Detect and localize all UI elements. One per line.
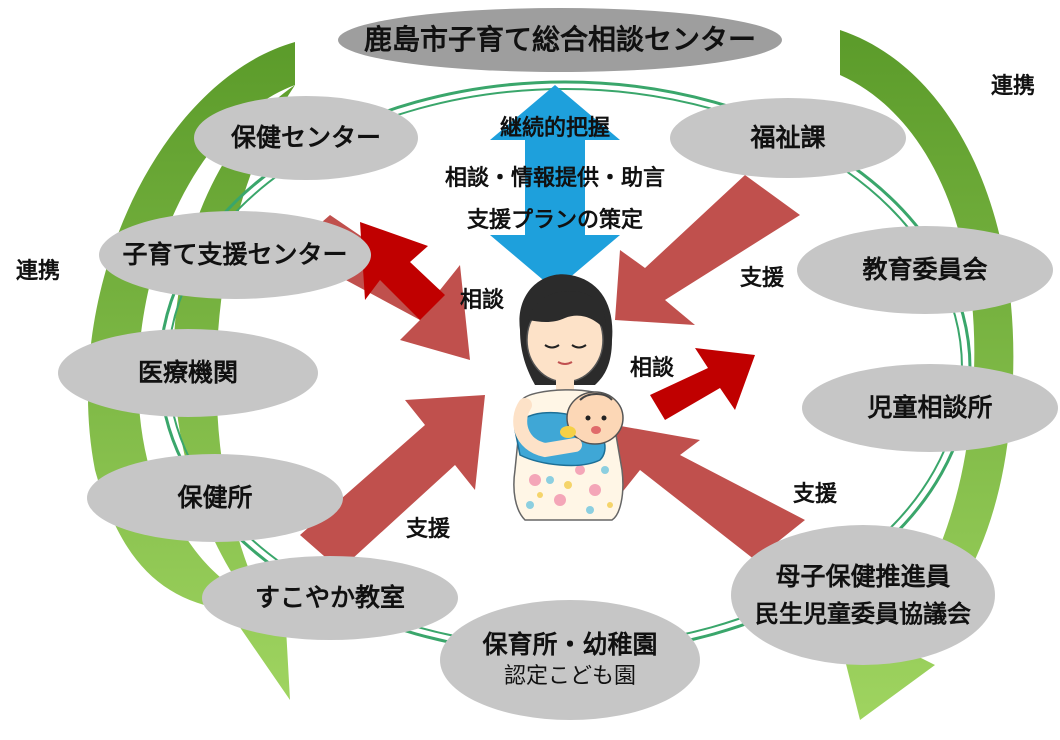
center-title: 鹿島市子育て総合相談センター [363, 23, 756, 57]
node-hoikusho-line1: 保育所・幼稚園 [482, 629, 658, 659]
renkei-right-curve-arrow [840, 30, 1014, 720]
node-fukushika-bg [670, 98, 906, 178]
node-kosodate-shien-center: 子育て支援センター [122, 240, 348, 269]
mother-and-baby-illustration [513, 274, 624, 521]
node-boshi-bg [731, 525, 995, 665]
support-arrow-from-boshi [615, 425, 805, 560]
node-hoikusho-line2: 認定こども園 [503, 663, 636, 689]
node-kyoiku-iinkai: 教育委員会 [862, 255, 988, 284]
node-boshi-line2: 民生児童委員協議会 [755, 599, 971, 628]
node-jido-bg [802, 364, 1058, 452]
shien-label-top-right: 支援 [739, 265, 784, 291]
node-hoken-center-bg [194, 96, 418, 180]
node-hoken-center: 保健センター [230, 123, 381, 152]
shien-label-bottom-right: 支援 [792, 481, 837, 507]
node-jido-soudanjo: 児童相談所 [867, 393, 993, 422]
consult-arrow-left [360, 222, 445, 320]
node-sukoyaka-kyoshitsu: すこやか教室 [254, 583, 405, 612]
node-boshi-line1: 母子保健推進員 [775, 561, 951, 591]
node-boshi-hoken: 母子保健推進員 民生児童委員協議会 [740, 545, 986, 645]
center-text-soudan-joho: 相談・情報提供・助言 [444, 165, 665, 191]
node-kosodate-bg [99, 211, 371, 299]
node-kyoiku-bg [797, 226, 1053, 314]
node-sukoyaka-bg [202, 556, 458, 640]
node-hoikusho-bg [440, 600, 700, 720]
soudan-label-left: 相談 [459, 287, 504, 313]
node-title-bg [338, 8, 782, 72]
consult-arrow-right [650, 348, 755, 420]
support-arrow-from-hokenjo [300, 395, 485, 570]
node-fukushika: 福祉課 [750, 123, 826, 152]
support-arrow-from-fukushika [615, 175, 800, 325]
soudan-label-right: 相談 [629, 355, 674, 381]
node-hokenjo-bg [87, 454, 343, 542]
center-text-keizoku: 継続的把握 [499, 115, 610, 141]
renkei-label-right: 連携 [990, 73, 1035, 99]
node-iryo-bg [58, 329, 318, 417]
center-text-shien-plan: 支援プランの策定 [466, 207, 643, 233]
shien-label-bottom-left: 支援 [405, 516, 450, 542]
renkei-label-left: 連携 [15, 258, 60, 284]
node-iryo-kikan: 医療機関 [137, 358, 238, 387]
blue-double-arrow [490, 85, 620, 290]
node-hoikusho: 保育所・幼稚園 認定こども園 [450, 615, 690, 705]
node-hokenjo: 保健所 [177, 483, 253, 512]
